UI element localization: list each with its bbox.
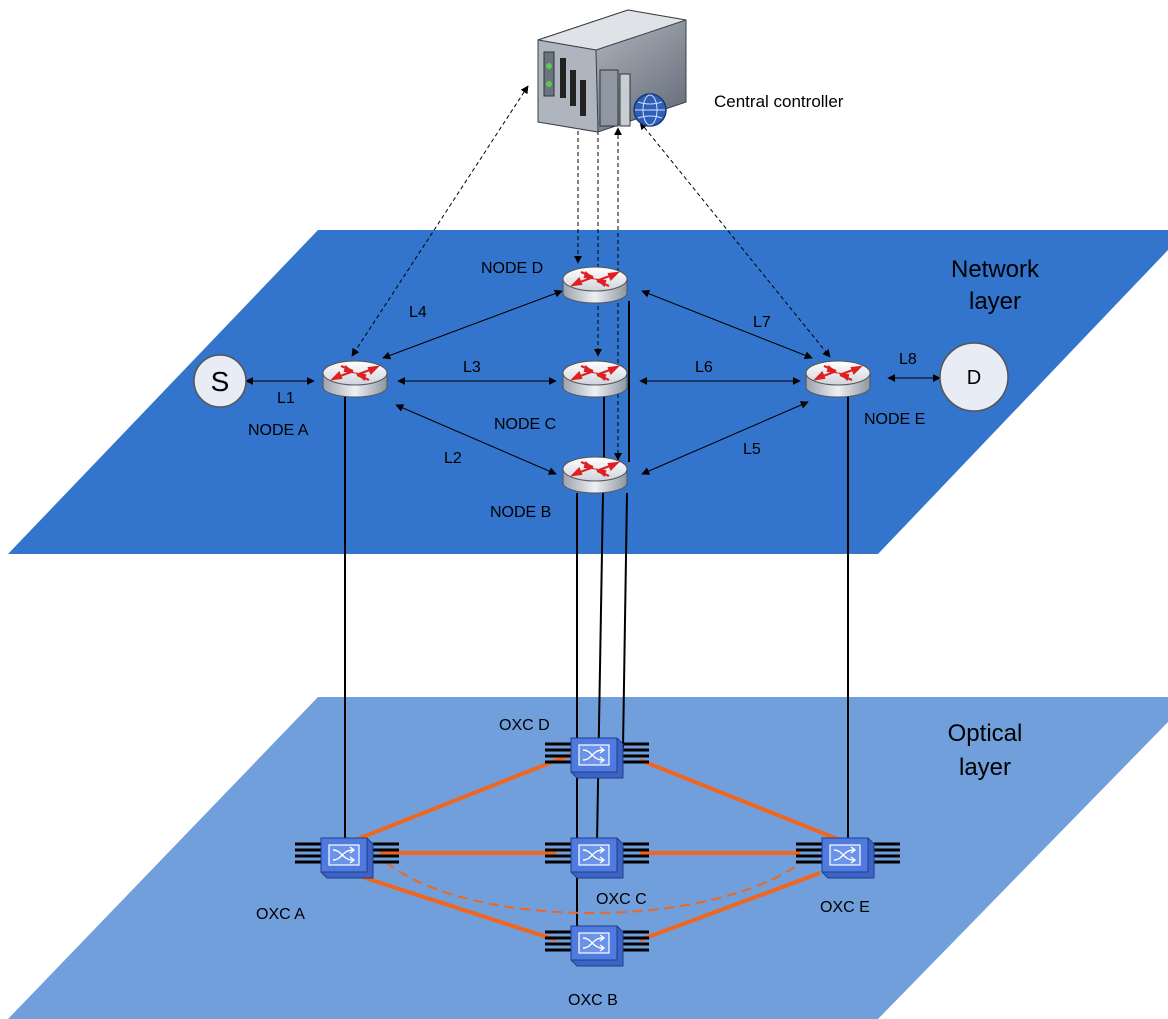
optical-layer-title-line2: layer xyxy=(959,754,1011,781)
link-label-l6: L6 xyxy=(695,359,713,376)
router-node-e[interactable] xyxy=(804,359,872,399)
network-links xyxy=(245,289,941,475)
router-label-node-c: NODE C xyxy=(494,416,556,433)
link-label-l5: L5 xyxy=(743,441,761,458)
router-node-d[interactable] xyxy=(561,265,629,305)
link-label-l3: L3 xyxy=(463,359,481,376)
link-label-l1: L1 xyxy=(277,390,295,407)
link-label-l2: L2 xyxy=(444,450,462,467)
optical-layer-title-line1: Optical xyxy=(948,720,1023,747)
oxc-label-a: OXC A xyxy=(256,906,305,923)
link-label-l7: L7 xyxy=(753,314,771,331)
router-label-node-e: NODE E xyxy=(864,411,925,428)
oxc-label-d: OXC D xyxy=(499,717,550,734)
router-label-node-b: NODE B xyxy=(490,504,551,521)
oxc-label-b: OXC B xyxy=(568,992,618,1009)
source-node[interactable] xyxy=(193,354,247,408)
destination-label: D xyxy=(967,367,981,389)
oxc-label-c: OXC C xyxy=(596,891,647,908)
server-icon[interactable] xyxy=(537,9,687,133)
router-node-b[interactable] xyxy=(561,455,629,495)
link-label-l4: L4 xyxy=(409,304,427,321)
router-label-node-d: NODE D xyxy=(481,260,543,277)
network-layer-title-line2: layer xyxy=(969,288,1021,315)
router-node-c[interactable] xyxy=(561,359,629,399)
network-layer-title-line1: Network xyxy=(951,256,1040,283)
link-label-l8: L8 xyxy=(899,351,917,368)
fiber-links xyxy=(349,753,841,942)
source-label: S xyxy=(211,366,230,397)
fiber-dashed-path xyxy=(385,861,803,914)
control-links xyxy=(351,85,831,461)
router-node-a[interactable] xyxy=(321,359,389,399)
oxc-label-e: OXC E xyxy=(820,899,870,916)
destination-node[interactable] xyxy=(939,342,1009,412)
router-label-node-a: NODE A xyxy=(248,422,309,439)
controller-label: Central controller xyxy=(714,92,844,111)
